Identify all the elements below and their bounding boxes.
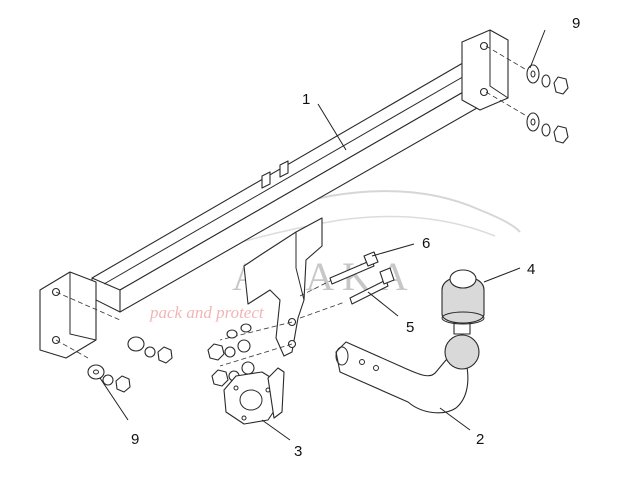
callout-9-bottom: 9 <box>131 431 139 448</box>
crossbar-part-1 <box>39 29 509 359</box>
fastener-set-9-bottom <box>87 336 173 393</box>
ball-neck-part-2 <box>335 321 480 414</box>
bolt-part-5 <box>349 267 395 305</box>
callout-labels: 1 9 9 2 3 4 5 6 <box>131 15 580 460</box>
callout-6: 6 <box>422 235 430 252</box>
callout-1: 1 <box>302 91 310 108</box>
callout-3: 3 <box>294 443 302 460</box>
callout-4: 4 <box>527 261 535 278</box>
callout-5: 5 <box>406 319 414 336</box>
callout-2: 2 <box>476 431 484 448</box>
fastener-set-9-top <box>526 64 569 144</box>
leader-lines <box>99 29 546 441</box>
callout-9-top: 9 <box>572 15 580 32</box>
assembly-lines <box>55 45 531 367</box>
ball-cap-part-4 <box>441 269 485 325</box>
socket-plate-part-3 <box>223 367 285 425</box>
watermark-tagline: pack and protect <box>149 303 265 322</box>
